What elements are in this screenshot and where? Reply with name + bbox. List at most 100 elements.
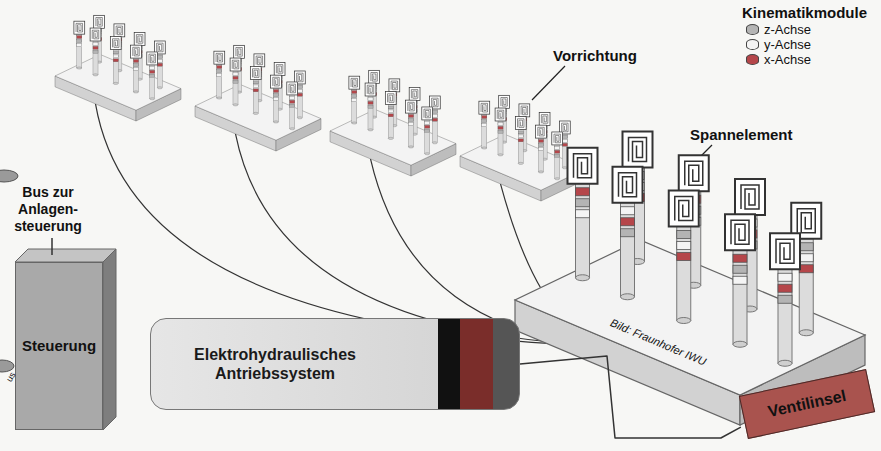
clamp-jaw (497, 110, 503, 119)
clamp-frame (114, 24, 125, 37)
post-base (133, 91, 138, 93)
legend-swatch (746, 54, 759, 65)
clamp-frame (409, 87, 420, 100)
kinematic-module (150, 74, 155, 77)
clamp-jaw (538, 127, 544, 136)
post-base (297, 117, 302, 119)
clamp-frame (74, 21, 85, 34)
post-base (233, 104, 238, 106)
clamp-jaw (411, 90, 417, 99)
clamp-jaw (157, 43, 163, 52)
bus-label: Bus zur Anlagen- steuerung (8, 184, 88, 235)
clamp-frame (515, 117, 526, 130)
kinematic-module (290, 96, 295, 99)
post-base (538, 171, 543, 173)
clamp-jaw (541, 115, 547, 124)
clamp-post (214, 51, 225, 99)
kinematic-module (778, 273, 792, 281)
post-body (425, 120, 430, 154)
clamp-jaw (297, 73, 303, 82)
kinematic-module (273, 93, 278, 96)
callout-label: Vorrichtung (553, 47, 637, 64)
kinematic-module (562, 135, 567, 138)
kinematic-module (77, 44, 82, 47)
clamp-jaw (518, 119, 524, 128)
clamp-frame (725, 214, 755, 250)
kinematic-module (778, 295, 792, 303)
clamp-jaw (481, 103, 487, 112)
kinematic-module (233, 76, 238, 79)
clamp-frame (230, 58, 241, 71)
clamp-jaw (116, 26, 122, 35)
kinematic-module (157, 63, 162, 66)
post-body (93, 41, 98, 75)
post-body (368, 96, 373, 130)
clamp-frame (365, 83, 376, 96)
bus-connector (0, 170, 18, 182)
post-base (621, 294, 635, 300)
kinematic-module (576, 188, 590, 196)
post-base (77, 67, 82, 69)
clamp-post (349, 76, 360, 124)
kinematic-module (408, 118, 413, 121)
kinematic-module (352, 91, 357, 94)
post-body (498, 121, 503, 155)
kinematic-module (297, 93, 302, 96)
post-body (113, 50, 118, 84)
post-base (518, 162, 523, 164)
clamp-frame (287, 82, 298, 95)
kinematic-module (253, 85, 258, 88)
clamp-jaw (731, 220, 749, 244)
legend-row: x-Achse (742, 52, 811, 67)
post-body (621, 203, 635, 297)
kinematic-module (290, 100, 295, 103)
clamp-post (552, 132, 563, 180)
clamp-jaw (96, 18, 102, 27)
kinematic-module (77, 40, 82, 43)
kinematic-module (482, 116, 487, 119)
kinematic-module (498, 122, 503, 125)
kinematic-module (133, 60, 138, 63)
clamp-frame (669, 191, 699, 227)
clamp-jaw (256, 56, 262, 65)
post-body (408, 113, 413, 147)
post-base (778, 360, 792, 366)
kinematic-module (150, 66, 155, 69)
clamp-frame (389, 79, 400, 92)
kinematic-module (352, 95, 357, 98)
kinematic-module (352, 99, 357, 102)
legend-title: Kinematikmodule (742, 4, 867, 21)
legend-text: x-Achse (764, 52, 811, 67)
kinematic-module (432, 110, 437, 113)
clamp-jaw (629, 138, 647, 162)
clamp-frame (90, 28, 101, 41)
clamp-jaw (149, 54, 155, 63)
clamp-post (131, 45, 142, 93)
post-base (217, 97, 222, 99)
clamp-post (495, 108, 506, 156)
kinematic-module (498, 126, 503, 129)
post-body (538, 138, 543, 172)
clamp-jaw (367, 85, 373, 94)
clamp-jaw (521, 106, 527, 115)
post-body (733, 250, 747, 344)
clamp-post (90, 28, 101, 76)
clamp-frame (94, 15, 105, 28)
clamp-frame (274, 62, 285, 75)
kinematic-module (368, 97, 373, 100)
clamp-post (365, 83, 376, 131)
kinematic-module (233, 80, 238, 83)
kinematic-module (677, 231, 691, 239)
clamp-jaw (574, 154, 592, 178)
kinematic-module (217, 70, 222, 73)
post-body (150, 65, 155, 99)
kinematic-module (621, 218, 635, 226)
kinematic-module (290, 104, 295, 107)
clamp-jaw (76, 23, 82, 32)
clamp-jaw (562, 123, 568, 132)
clamp-post (271, 75, 282, 123)
clamp-post (385, 92, 396, 140)
clamp-jaw (554, 134, 560, 143)
kinematic-module (233, 72, 238, 75)
kinematic-module (538, 143, 543, 146)
